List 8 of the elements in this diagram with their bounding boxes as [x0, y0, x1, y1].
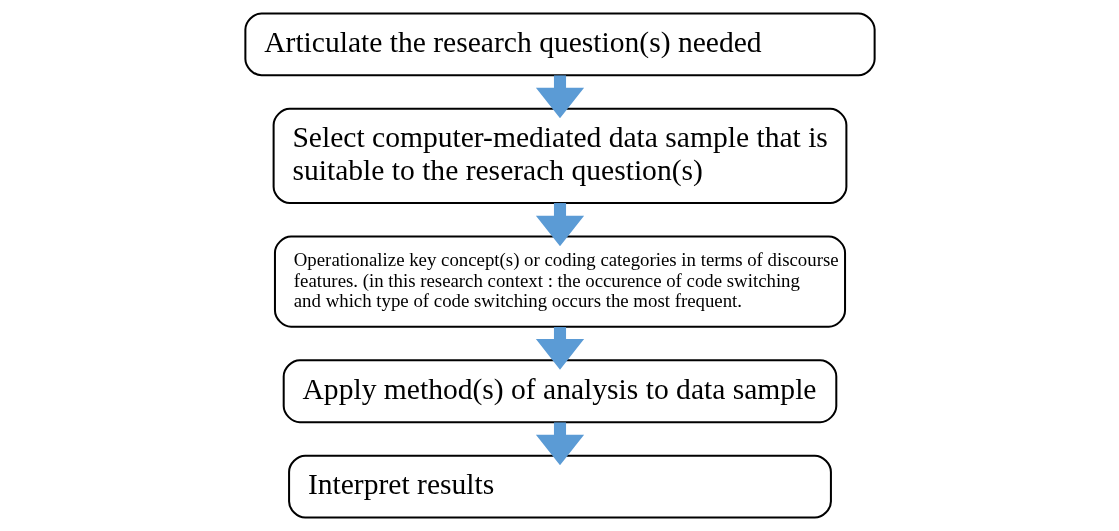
arrow — [535, 203, 584, 247]
node-box: Articulate the research question(s) needed — [243, 12, 876, 77]
node-box: Select computer-mediated data sample that is suitable to the reserach question(s) — [272, 107, 847, 204]
node-box: Interpret results — [287, 454, 832, 519]
arrow — [535, 422, 584, 466]
node-box: Apply method(s) of analysis to data sample — [282, 359, 837, 424]
arrow — [535, 75, 584, 119]
node-box: Operationalize key concept(s) or coding categories in terms of discourse features. (in this research context : the occurence of code switching and which type of code switching occurs the most frequent. — [273, 235, 846, 328]
